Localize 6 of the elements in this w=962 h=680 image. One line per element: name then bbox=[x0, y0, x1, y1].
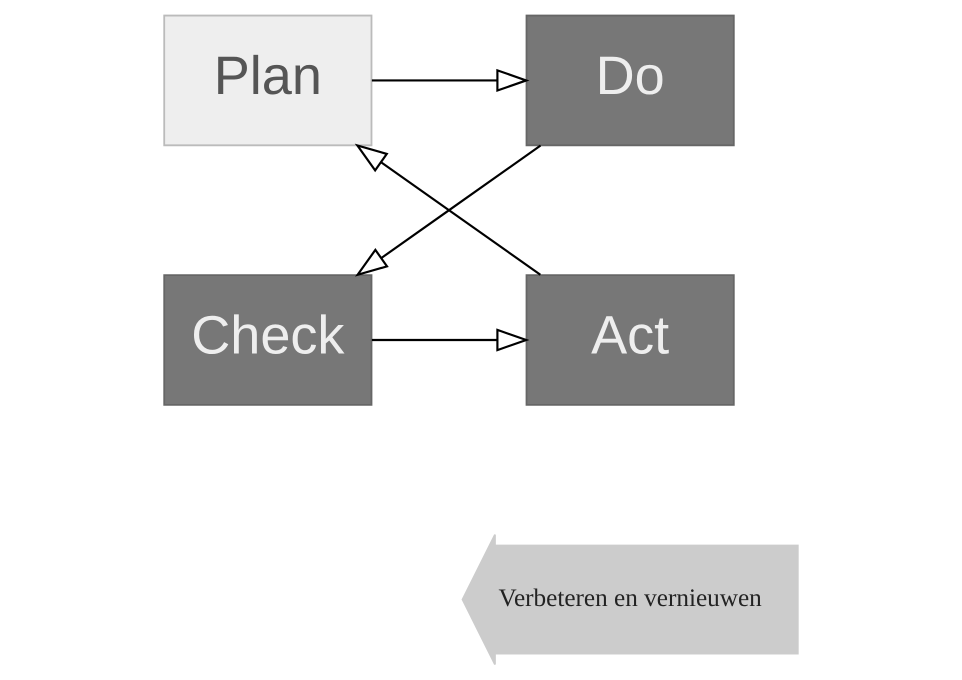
node-box: Plan bbox=[163, 14, 372, 146]
arrow bbox=[372, 68, 530, 92]
arrow bbox=[372, 328, 530, 352]
node-box: Do bbox=[526, 14, 735, 146]
node-box: Act bbox=[526, 274, 735, 406]
node-box: Check bbox=[163, 274, 372, 406]
